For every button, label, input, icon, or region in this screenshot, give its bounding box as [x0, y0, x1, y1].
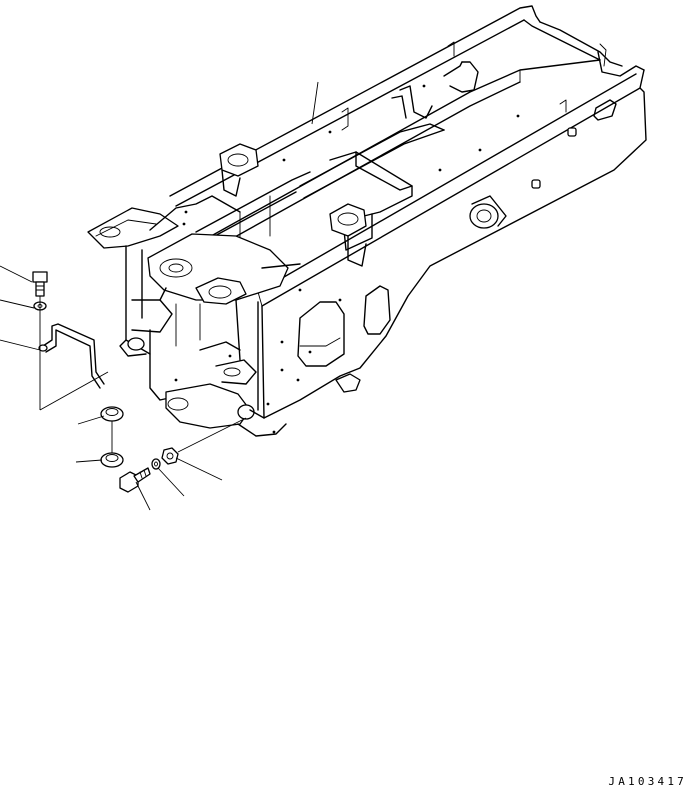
leader-bolt-upper	[0, 265, 33, 283]
bracket-bar	[38, 323, 105, 389]
leader-bracket-bar	[0, 339, 41, 351]
main-frame	[87, 5, 647, 437]
assembly-line-lower	[177, 417, 247, 453]
bushing-upper	[100, 406, 124, 422]
leader-main-frame	[311, 81, 319, 125]
leader-nut-lower	[175, 457, 223, 481]
bolt-upper	[32, 271, 48, 297]
leader-bushing-lower	[75, 459, 103, 463]
drawing-id-code: JA103417	[608, 775, 687, 788]
assembly-line-connector	[39, 371, 109, 411]
bolt-lower	[119, 467, 151, 493]
leader-bolt-lower	[135, 481, 151, 511]
washer-lower	[151, 458, 161, 470]
leader-lines	[0, 81, 319, 511]
leader-washer-upper	[0, 299, 35, 309]
bushing-lower	[100, 452, 124, 468]
leader-bushing-upper	[77, 415, 105, 425]
leader-washer-lower	[157, 467, 185, 497]
nut-lower	[161, 447, 179, 465]
